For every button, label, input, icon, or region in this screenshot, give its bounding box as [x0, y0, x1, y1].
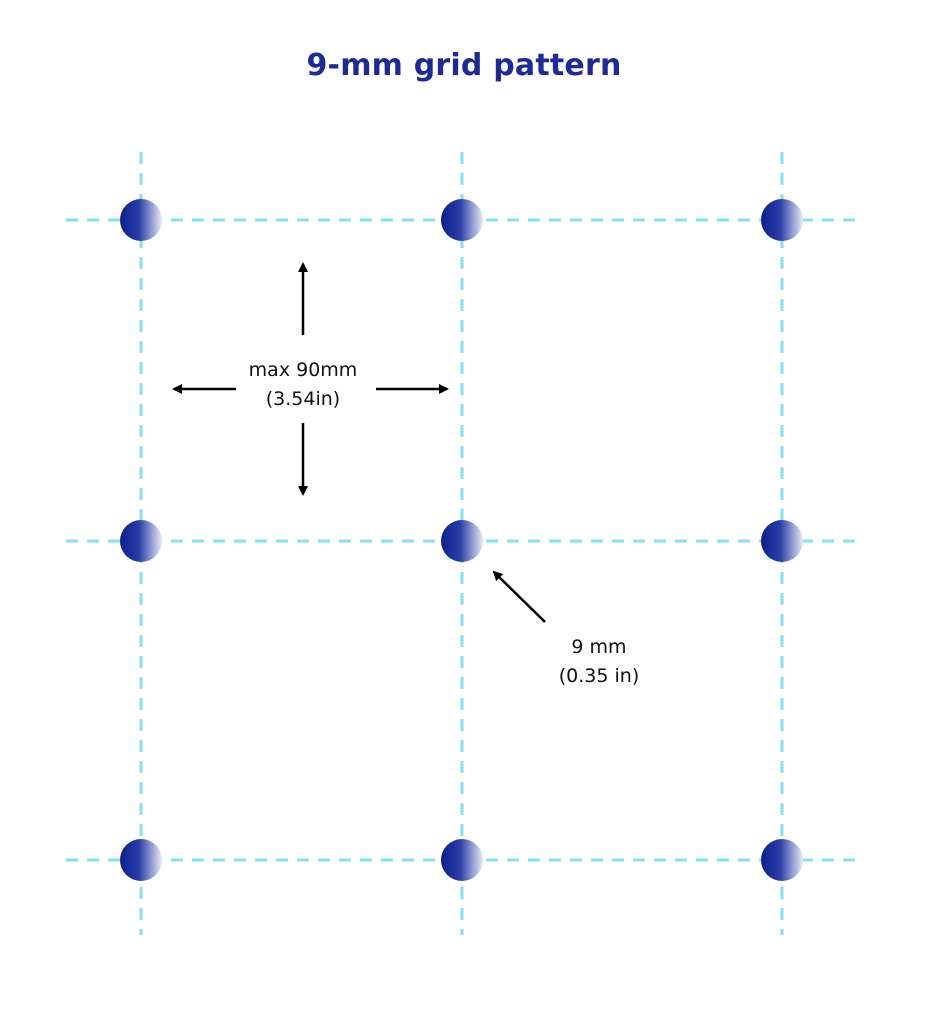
grid-dot [761, 199, 803, 241]
dot-size-label-line2: (0.35 in) [559, 665, 640, 687]
grid-dot [761, 520, 803, 562]
page-title: 9-mm grid pattern [306, 48, 622, 83]
spacing-label-line1: max 90mm [249, 359, 358, 381]
spacing-arrows [172, 262, 449, 496]
vertical-grid-lines [139, 152, 784, 935]
grid-dot [761, 839, 803, 881]
grid-dot [441, 839, 483, 881]
grid-dot [441, 199, 483, 241]
grid-dot [120, 520, 162, 562]
grid-dots [120, 199, 803, 881]
grid-dot [441, 520, 483, 562]
grid-dot [120, 199, 162, 241]
dot-size-label-line1: 9 mm [571, 636, 626, 658]
spacing-label-line2: (3.54in) [266, 388, 340, 410]
dot-size-arrow-icon [492, 570, 546, 623]
horizontal-grid-lines [66, 218, 862, 862]
grid-dot [120, 839, 162, 881]
